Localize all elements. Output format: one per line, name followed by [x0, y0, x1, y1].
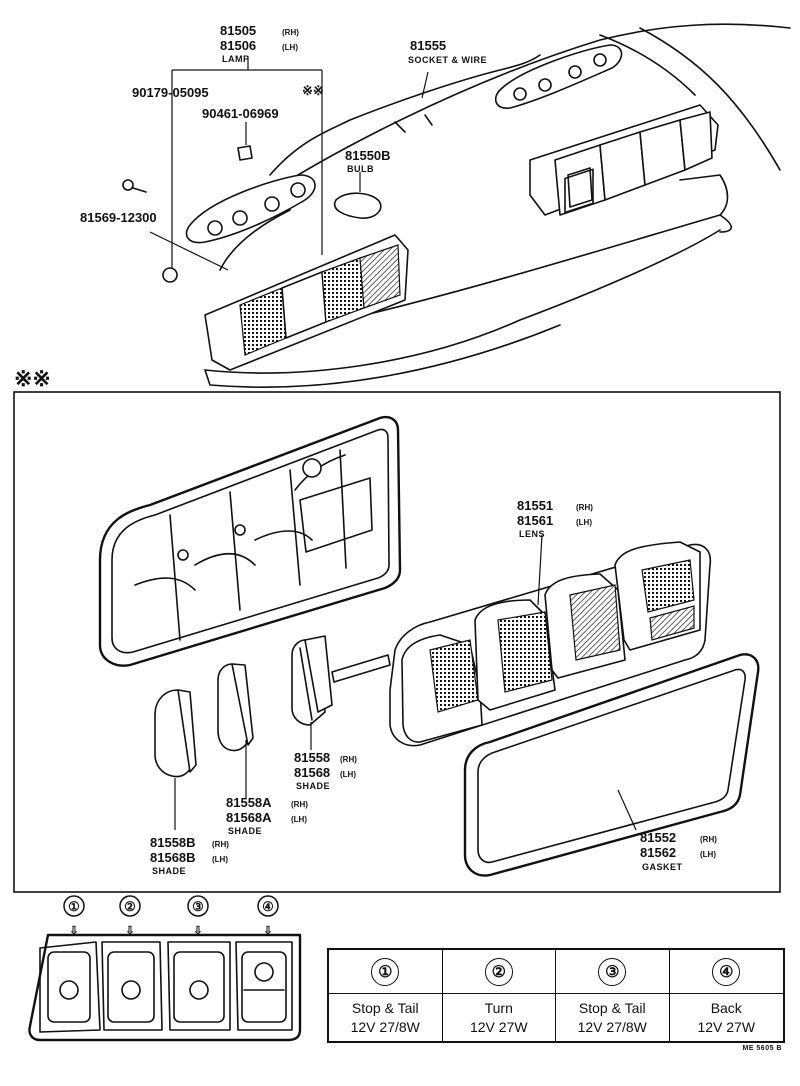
gasket-side-rh: (RH): [700, 835, 717, 844]
legend-body-2: Turn 12V 27W: [443, 994, 556, 1041]
lens-name: LENS: [519, 529, 545, 539]
detail-marker: ※※: [14, 366, 51, 391]
legend-body-3: Stop & Tail 12V 27/8W: [556, 994, 670, 1041]
clip-part-no: 90461-06969: [202, 106, 279, 121]
position-3: ③: [192, 899, 204, 914]
lamp-part-no-lh: 81506: [220, 38, 256, 53]
detail-frame: [13, 391, 781, 893]
legend-bulb-3: 12V 27/8W: [577, 1018, 647, 1035]
bulb-name: BULB: [347, 164, 374, 174]
legend-head-2: ②: [442, 950, 556, 994]
bulb-socket-4: [254, 962, 274, 982]
position-1: ①: [68, 899, 80, 914]
lamp-assembly-left: [204, 234, 409, 371]
bulb: [333, 192, 382, 219]
shade-b: [217, 663, 254, 752]
legend-num-1: ①: [371, 957, 400, 986]
svg-text:⇩: ⇩: [263, 925, 272, 937]
legend-bulb-1: 12V 27/8W: [350, 1018, 420, 1035]
bulb-socket-3: [189, 980, 209, 1000]
shade-c-side-rh: (RH): [212, 840, 229, 849]
shade-a-part-no-lh: 81568: [294, 765, 330, 780]
screw: [122, 179, 147, 193]
installed-lamp-right: [529, 104, 719, 216]
lamp-name: LAMP: [222, 54, 250, 64]
lens-part-no-lh: 81561: [517, 513, 553, 528]
clip: [237, 145, 253, 161]
gasket-side-lh: (LH): [700, 850, 716, 859]
shade-a-name: SHADE: [296, 781, 330, 791]
shade-c-part-no-rh: 81558B: [150, 835, 196, 850]
legend-head-1: ①: [329, 950, 443, 994]
legend-function-4: Back: [710, 999, 742, 1016]
shade-a-part-no-rh: 81558: [294, 750, 330, 765]
detail-part-labels: 81551 (RH) 81561 (LH) LENS 81558 (RH) 81…: [150, 498, 717, 876]
shade-b-part-no-rh: 81558A: [226, 795, 272, 810]
lens-side-lh: (LH): [576, 518, 592, 527]
socket-wire-part-no: 81555: [410, 38, 446, 53]
shade-c-side-lh: (LH): [212, 855, 228, 864]
legend-function-3: Stop & Tail: [578, 999, 646, 1016]
screw-part-no: 81569-12300: [80, 210, 157, 225]
shade-c-part-no-lh: 81568B: [150, 850, 196, 865]
socket-wire-name: SOCKET & WIRE: [408, 55, 487, 65]
svg-text:⇩: ⇩: [125, 925, 134, 937]
gasket-name: GASKET: [642, 862, 683, 872]
lamp-side-rh: (RH): [282, 28, 299, 37]
lamp-front-view: [28, 933, 302, 1042]
gasket-part-no-lh: 81562: [640, 845, 676, 860]
position-markers: ① ⇩ ② ⇩ ③ ⇩ ④ ⇩: [63, 895, 279, 937]
bulb-legend-table: ① ② ③ ④ Stop & Tail 12V 27/8W Turn 12V 2…: [327, 948, 785, 1043]
shade-b-name: SHADE: [228, 826, 262, 836]
legend-function-1: Stop & Tail: [351, 999, 419, 1016]
shade-b-side-lh: (LH): [291, 815, 307, 824]
shade-b-part-no-lh: 81568A: [226, 810, 272, 825]
shade-c-name: SHADE: [152, 866, 186, 876]
svg-text:⇩: ⇩: [193, 925, 202, 937]
legend-body-1: Stop & Tail 12V 27/8W: [329, 994, 443, 1041]
position-4: ④: [262, 899, 274, 914]
svg-text:⇩: ⇩: [69, 925, 78, 937]
position-2: ②: [124, 899, 136, 914]
gasket-part-no-rh: 81552: [640, 830, 676, 845]
detail-marker-top: ※※: [302, 83, 324, 98]
car-rear-body: ※※: [122, 23, 791, 388]
legend-num-3: ③: [598, 957, 627, 986]
lamp-side-lh: (LH): [282, 43, 298, 52]
gasket: [463, 653, 760, 877]
nut-part-no: 90179-05095: [132, 85, 209, 100]
legend-num-4: ④: [712, 957, 741, 986]
diagram-code: ME 5605 B: [742, 1045, 782, 1052]
installed-socket-right: [494, 44, 623, 109]
legend-num-2: ②: [484, 957, 513, 986]
lens-side-rh: (RH): [576, 503, 593, 512]
shade-a: [291, 635, 391, 726]
lamp-part-no-rh: 81505: [220, 23, 256, 38]
lamp-housing: [98, 416, 402, 667]
shade-a-side-rh: (RH): [340, 755, 357, 764]
lens-assembly: [389, 541, 712, 747]
lens-part-no-rh: 81551: [517, 498, 553, 513]
bulb-socket-2: [121, 980, 141, 1000]
top-part-labels: 81505 (RH) 81506 (LH) LAMP 81555 SOCKET …: [80, 23, 487, 225]
legend-bulb-4: 12V 27W: [697, 1018, 756, 1035]
shade-b-side-rh: (RH): [291, 800, 308, 809]
legend-head-4: ④: [669, 950, 783, 994]
legend-body-4: Back 12V 27W: [670, 994, 784, 1041]
bulb-part-no: 81550B: [345, 148, 391, 163]
legend-function-2: Turn: [484, 999, 513, 1016]
bulb-socket-1: [59, 980, 79, 1000]
socket-left: [185, 174, 316, 244]
shade-c: [154, 689, 197, 778]
legend-head-3: ③: [556, 950, 670, 994]
nut: [162, 267, 178, 283]
legend-bulb-2: 12V 27W: [469, 1018, 528, 1035]
shade-a-side-lh: (LH): [340, 770, 356, 779]
